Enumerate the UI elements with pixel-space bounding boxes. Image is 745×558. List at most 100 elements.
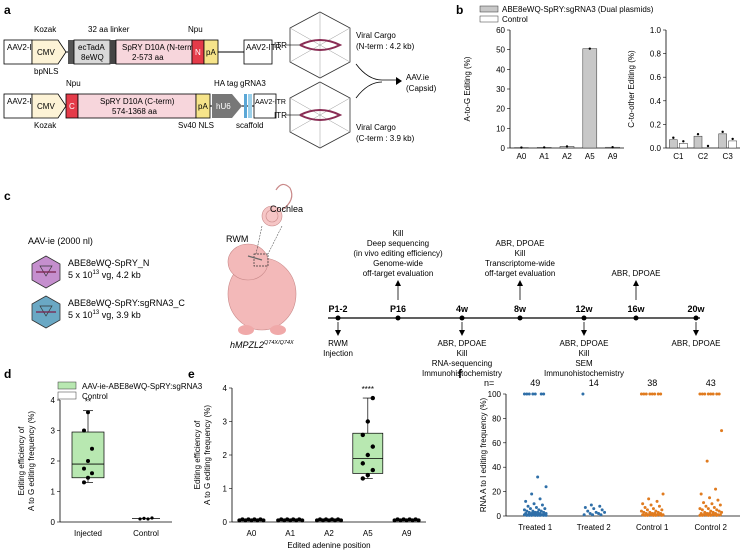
point-control-2 [711, 510, 715, 514]
spry-n-range: 2-573 aa [132, 53, 164, 62]
arrow-down-head [335, 330, 341, 336]
point-control-2 [708, 496, 712, 500]
n-label: n= [484, 378, 494, 388]
arrow-up-head [633, 280, 639, 286]
point-A5 [370, 467, 375, 473]
point-control [142, 516, 146, 520]
point-control-2 [715, 513, 719, 517]
y-axis-label: C-to-other Editing (%) [627, 50, 636, 128]
spry-c-label: SpRY D10A (C-term) [100, 97, 175, 106]
cmv-label-2: CMV [37, 102, 55, 111]
point-A5 [370, 444, 375, 449]
y-tick-label: 0.6 [650, 73, 662, 82]
point-treated-1 [524, 499, 528, 503]
point-A5 [588, 47, 591, 50]
x-tick-label: A1 [539, 152, 549, 161]
point-control-1 [645, 513, 649, 517]
point-control-1 [656, 392, 660, 396]
point-control-2 [710, 502, 714, 506]
x-tick-label: A5 [363, 529, 373, 538]
point-treated-2 [600, 508, 604, 512]
timepoint-label: 20w [687, 304, 705, 314]
point-treated-1 [525, 513, 529, 517]
timepoint-above-text: ABR, DPOAE [496, 239, 545, 248]
point-treated-1 [527, 392, 531, 396]
ectada-variant-label: 8eWQ [81, 53, 104, 62]
npu-label: Npu [188, 25, 203, 34]
point-control-2 [715, 392, 719, 396]
x-tick-label: A5 [585, 152, 595, 161]
x-tick-label: Control 2 [695, 523, 728, 532]
point-control-1 [644, 392, 648, 396]
point-control-2 [706, 513, 710, 517]
point-control-2 [720, 429, 724, 433]
control-bar-C1 [679, 143, 688, 149]
cargo1-size: (N-term : 4.2 kb) [356, 42, 415, 51]
x-tick-label: Treated 2 [577, 523, 611, 532]
timepoint-below-text: Immunohistochemistry [422, 369, 502, 378]
point-control-1 [647, 497, 651, 501]
point-treated-2 [597, 512, 601, 516]
y-tick-label: 80 [492, 414, 501, 423]
point-control-1 [661, 492, 665, 496]
timepoint-above-text: ABR, DPOAE [612, 269, 661, 278]
point-control-1 [656, 510, 660, 514]
point-treated-1 [538, 513, 542, 517]
y-tick-label: 0 [51, 518, 56, 527]
point-control-2 [716, 498, 720, 502]
point-control-1 [649, 503, 653, 507]
point-treated-1 [525, 392, 529, 396]
point-control-2 [698, 392, 702, 396]
chart-b-a-to-g: ABE8eWQ-SpRY:sgRNA3 (Dual plasmids)Contr… [463, 5, 654, 161]
arrow-up-head [395, 280, 401, 286]
point-treated-1 [542, 510, 546, 514]
point-control-2 [717, 509, 721, 513]
aav-name: AAV.ie [406, 73, 430, 82]
point-treated-1 [533, 513, 537, 517]
timepoint-above-text: Genome-wide [373, 259, 423, 268]
point-control-1 [660, 513, 664, 517]
chart-b-c-to-other: 0.00.20.40.60.81.0C-to-other Editing (%)… [627, 26, 740, 161]
point-control-1 [655, 499, 659, 503]
legend-d-treated: AAV-ie-ABE8eWQ-SpRY:sgRNA3 [82, 382, 203, 391]
panel-label-b: b [456, 3, 463, 17]
point-treated-1 [534, 505, 538, 509]
point-treated-1 [522, 508, 526, 512]
point-treated-1 [522, 513, 526, 517]
arrow-down-head [459, 330, 465, 336]
spry-n-label: SpRY D10A (N-term) [122, 43, 197, 52]
point-control-1 [642, 392, 646, 396]
panel-label-f: f [458, 367, 463, 381]
point-control [146, 517, 150, 521]
point-control-2 [698, 507, 702, 511]
point-control-2 [709, 513, 713, 517]
treated-bar-C3 [718, 133, 727, 149]
point-treated-1 [527, 513, 531, 517]
panel-label-e: e [188, 367, 195, 381]
x-tick-label: A1 [285, 529, 295, 538]
point-control-2 [709, 509, 713, 513]
timepoint-label: P1-2 [328, 304, 347, 314]
legend-swatch-control [479, 15, 499, 23]
treated-point-C1 [672, 136, 675, 139]
mouse-label: hMPZL2Q74X/Q74X [230, 340, 294, 350]
n-value: 49 [530, 378, 540, 388]
y-tick-label: 0.4 [650, 97, 662, 106]
ha-tag-label: HA tag [214, 79, 238, 88]
point-control-2 [718, 513, 722, 517]
spry-c-range: 574-1368 aa [112, 107, 157, 116]
box-injected [71, 431, 105, 479]
y-tick-label: 2 [223, 451, 228, 460]
cargo2-size: (C-term : 3.9 kb) [356, 134, 415, 143]
x-tick-label: C1 [673, 152, 684, 161]
legend-label-treated: ABE8eWQ-SpRY:sgRNA3 (Dual plasmids) [502, 5, 654, 14]
x-tick-label: A0 [517, 152, 527, 161]
point-control-1 [659, 392, 663, 396]
timepoint-above-text: off-target evaluation [485, 269, 556, 278]
point-control-1 [650, 392, 654, 396]
itr-capsid-2: ITR [274, 111, 287, 120]
timepoint-dot [517, 315, 523, 321]
point-treated-1 [536, 475, 540, 479]
y-tick-label: 3 [51, 427, 56, 436]
